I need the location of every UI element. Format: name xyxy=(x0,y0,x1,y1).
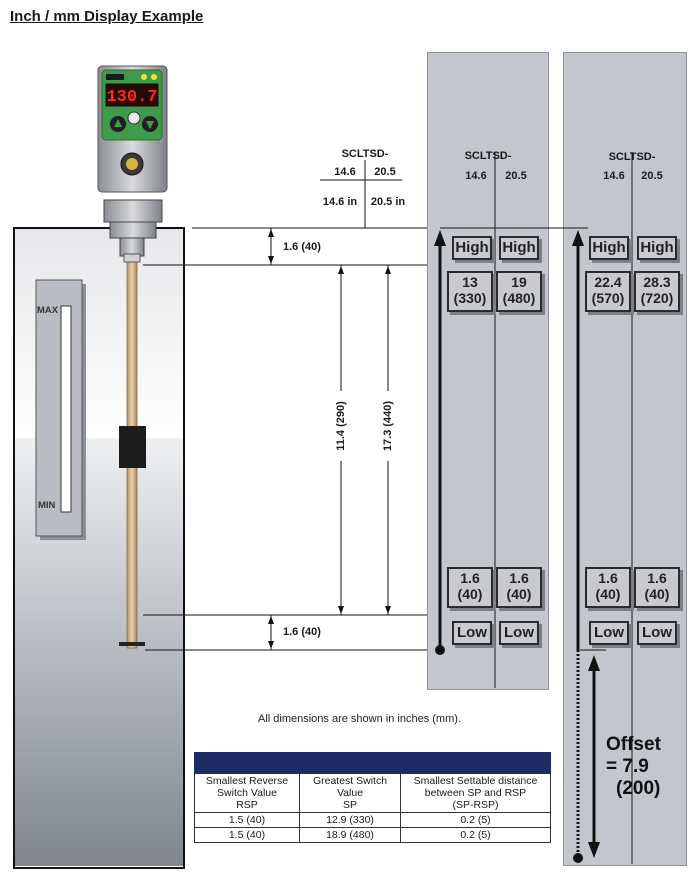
table-cell: 0.2 (5) xyxy=(400,827,551,843)
col2-high-a: High xyxy=(589,236,629,260)
col2-low-a: Low xyxy=(589,621,629,645)
col1-low-value-a-mm: (40) xyxy=(457,586,483,602)
header-distance-line-1: Smallest Settable distance xyxy=(413,775,538,787)
col2-high-value-a: 22.4 (570) xyxy=(585,271,631,312)
col2-low-value-b: 1.6 (40) xyxy=(634,567,680,608)
header-distance-line-2: between SP and RSP xyxy=(424,787,527,799)
header-size-b: 20.5 xyxy=(374,166,396,178)
bottom-offset-label: 1.6 (40) xyxy=(283,626,321,638)
col2-low-value-a: 1.6 (40) xyxy=(585,567,631,608)
col2-low-value-a-mm: (40) xyxy=(595,586,621,602)
table-cell: 1.5 (40) xyxy=(194,827,300,843)
col1-high-value-b-mm: (480) xyxy=(502,290,536,306)
offset-callout: Offset = 7.9 (200) xyxy=(606,734,686,800)
setpoint-column-2 xyxy=(563,52,687,866)
offset-line-1: Offset xyxy=(606,734,661,755)
offset-line-2: = 7.9 xyxy=(606,756,649,777)
dimension-arrowheads xyxy=(268,229,391,649)
table-row: 1.5 (40) 12.9 (330) 0.2 (5) xyxy=(194,812,551,828)
col1-high-a: High xyxy=(452,236,492,260)
header-rsp-line-1: Smallest Reverse xyxy=(205,775,289,787)
col1-size-b: 20.5 xyxy=(505,170,527,182)
col2-high-value-b-mm: (720) xyxy=(640,290,674,306)
col2-high-value-a-mm: (570) xyxy=(591,290,625,306)
header-sp: Greatest Switch Value SP xyxy=(299,773,401,813)
table-row: 1.5 (40) 18.9 (480) 0.2 (5) xyxy=(194,827,551,843)
dimension-lines xyxy=(143,160,440,651)
header-size-a-in: 14.6 in xyxy=(322,196,358,208)
header-rsp-line-2: Switch Value xyxy=(217,787,277,799)
table-band-cell xyxy=(194,752,551,774)
col2-high-b: High xyxy=(637,236,677,260)
table-cell: 0.2 (5) xyxy=(400,812,551,828)
header-sp-line-3: SP xyxy=(342,799,357,811)
col2-low-value-b-in: 1.6 xyxy=(647,570,667,586)
min-label: MIN xyxy=(38,500,56,511)
col1-size-a: 14.6 xyxy=(465,170,487,182)
level-sensor xyxy=(97,65,168,257)
table-header-row: Smallest Reverse Switch Value RSP Greate… xyxy=(194,773,551,813)
col1-high-value-a: 13 (330) xyxy=(447,271,493,312)
col1-low-value-a-in: 1.6 xyxy=(460,570,480,586)
units-note: All dimensions are shown in inches (mm). xyxy=(258,713,461,725)
table-cell: 1.5 (40) xyxy=(194,812,300,828)
col1-low-b: Low xyxy=(499,621,539,645)
sensor-display: 130.7 xyxy=(106,88,157,107)
col1-model: SCLTSD- xyxy=(464,150,512,162)
table-cell: 18.9 (480) xyxy=(299,827,401,843)
offset-line-3: (200) xyxy=(616,778,661,799)
col2-low-value-a-in: 1.6 xyxy=(598,570,618,586)
col1-high-value-a-in: 13 xyxy=(462,274,478,290)
header-size-a: 14.6 xyxy=(334,166,356,178)
col2-high-value-b-in: 28.3 xyxy=(643,274,671,290)
col1-low-value-b-mm: (40) xyxy=(506,586,532,602)
col1-high-value-b: 19 (480) xyxy=(496,271,542,312)
probe-rod xyxy=(119,253,146,649)
header-size-b-in: 20.5 in xyxy=(370,196,406,208)
col1-low-a: Low xyxy=(452,621,492,645)
header-sp-line-1: Greatest Switch xyxy=(312,775,388,787)
col2-low-value-b-mm: (40) xyxy=(644,586,670,602)
col1-low-value-b: 1.6 (40) xyxy=(496,567,542,608)
header-model: SCLTSD- xyxy=(341,148,389,160)
col1-low-value-b-in: 1.6 xyxy=(509,570,529,586)
table-band xyxy=(194,752,551,774)
col2-high-value-b: 28.3 (720) xyxy=(634,271,680,312)
header-rsp: Smallest Reverse Switch Value RSP xyxy=(194,773,300,813)
spec-table: Smallest Reverse Switch Value RSP Greate… xyxy=(194,752,551,843)
col1-high-b: High xyxy=(499,236,539,260)
header-sp-line-2: Value xyxy=(336,787,364,799)
table-cell: 12.9 (330) xyxy=(299,812,401,828)
header-distance-line-3: (SP-RSP) xyxy=(452,799,499,811)
max-label: MAX xyxy=(37,305,59,316)
col2-high-value-a-in: 22.4 xyxy=(594,274,622,290)
col1-high-value-a-mm: (330) xyxy=(453,290,487,306)
col2-low-b: Low xyxy=(637,621,677,645)
col2-size-a: 14.6 xyxy=(603,170,625,182)
col2-size-b: 20.5 xyxy=(641,170,663,182)
col1-high-value-b-in: 19 xyxy=(511,274,527,290)
page-title: Inch / mm Display Example xyxy=(10,8,204,25)
col1-low-value-a: 1.6 (40) xyxy=(447,567,493,608)
top-offset-label: 1.6 (40) xyxy=(283,241,321,253)
sight-gauge xyxy=(35,279,86,540)
header-distance: Smallest Settable distance between SP an… xyxy=(400,773,551,813)
header-rsp-line-3: RSP xyxy=(236,799,258,811)
